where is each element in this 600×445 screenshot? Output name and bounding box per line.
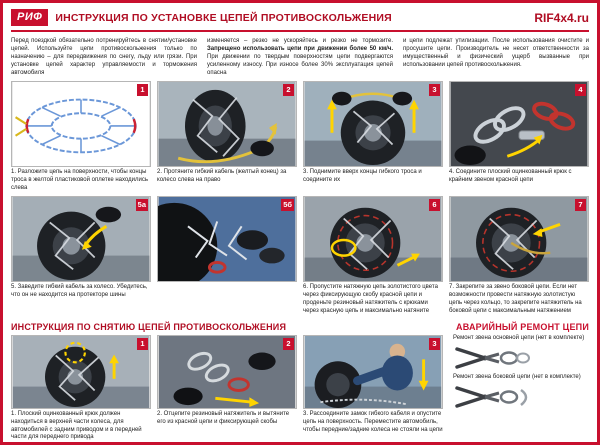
- install-step-5b-photo: 5б: [157, 196, 297, 283]
- removal-title: ИНСТРУКЦИЯ ПО СНЯТИЮ ЦЕПЕЙ ПРОТИВОСКОЛЬЖ…: [11, 322, 287, 333]
- repair-item-side-chain: Ремонт звена боковой цепи (нет в комплек…: [453, 374, 589, 410]
- intro-col2-bold: Запрещено использовать цепи при движении…: [207, 46, 393, 53]
- drop-chain-photo: [304, 336, 442, 409]
- pliers-icon: [455, 347, 530, 369]
- cable-check-closeup-photo: [158, 197, 296, 282]
- install-step-5a-photo: 5а: [11, 196, 151, 283]
- step-caption: 4. Соедините плоский оцинкованный крюк с…: [449, 169, 572, 184]
- step-badge: 3: [429, 84, 440, 96]
- step-badge: 1: [137, 338, 148, 350]
- rif-logo: РИФ: [11, 9, 49, 26]
- removal-row: 1 1. Плоский оцинкованный крюк должен на…: [11, 335, 589, 442]
- repair-label: Ремонт звена основной цепи (нет в компле…: [453, 335, 585, 342]
- install-step-4: 4 4. Соедините плоский оцинкованный крюк…: [449, 81, 589, 192]
- repair-item-main-chain: Ремонт звена основной цепи (нет в компле…: [453, 335, 589, 371]
- intro-col-2: изменяется – резко не ускоряйтесь и резк…: [207, 37, 393, 77]
- step-caption: 6. Пропустите натяжную цепь золотистого …: [303, 284, 438, 314]
- step-caption: 7. Закрепите за звено боковой цепи. Если…: [449, 284, 582, 314]
- step-caption: 3. Поднимите вверх концы гибкого троса и…: [303, 169, 422, 184]
- install-step-6-photo: 6: [303, 196, 443, 283]
- install-steps-row-2: 5а 5. Заведите гибкий кабель за колесо. …: [11, 196, 589, 315]
- step-badge: 3: [429, 338, 440, 350]
- intro-text: Перед поездкой обязательно потренируйтес…: [11, 32, 589, 81]
- removal-step-1: 1 1. Плоский оцинкованный крюк должен на…: [11, 335, 151, 442]
- step-caption: 5. Заведите гибкий кабель за колесо. Убе…: [11, 284, 148, 299]
- step-caption: 1. Плоский оцинкованный крюк должен нахо…: [11, 411, 142, 441]
- install-step-5a: 5а 5. Заведите гибкий кабель за колесо. …: [11, 196, 151, 315]
- install-steps-row-1: 1 1. Разложите цепь на поверхности, чтоб…: [11, 81, 589, 192]
- step-caption: 2. Отцепите резиновый натяжитель и вытян…: [157, 411, 290, 425]
- fasten-side-chain-photo: [450, 197, 588, 282]
- step-caption: 3. Рассоедините замок гибкого кабеля и о…: [303, 411, 443, 433]
- intro-col-1: Перед поездкой обязательно потренируйтес…: [11, 38, 197, 77]
- step-badge: 5б: [281, 199, 294, 211]
- step-caption: 2. Протяните гибкий кабель (желтый конец…: [157, 169, 287, 184]
- removal-step-3: 3 3. Рассоедините замок гибкого кабеля и…: [303, 335, 443, 442]
- remove-tensioner-photo: [158, 336, 296, 409]
- step-badge: 4: [575, 84, 586, 96]
- repair-label: Ремонт звена боковой цепи (нет в комплек…: [453, 373, 581, 380]
- pull-cable-photo: [158, 82, 296, 167]
- install-step-3-photo: 3: [303, 81, 443, 168]
- hook-position-photo: [12, 336, 150, 409]
- removal-step-3-photo: 3: [303, 335, 443, 410]
- removal-step-2: 2 2. Отцепите резиновый натяжитель и выт…: [157, 335, 297, 442]
- install-step-5b: 5б: [157, 196, 297, 315]
- step-badge: 6: [429, 199, 440, 211]
- install-step-1-photo: 1: [11, 81, 151, 168]
- tension-chain-photo: [304, 197, 442, 282]
- bottom-section-headers: ИНСТРУКЦИЯ ПО СНЯТИЮ ЦЕПЕЙ ПРОТИВОСКОЛЬЖ…: [11, 322, 589, 332]
- pliers-hook-icon: [455, 386, 528, 408]
- install-step-2: 2 2. Протяните гибкий кабель (желтый кон…: [157, 81, 297, 192]
- chain-layout-diagram: [12, 82, 150, 167]
- install-step-6: 6 6. Пропустите натяжную цепь золотистог…: [303, 196, 443, 315]
- repair-title: АВАРИЙНЫЙ РЕМОНТ ЦЕПИ: [456, 322, 589, 333]
- intro-col2-pre: изменяется – резко не ускоряйтесь и резк…: [207, 38, 393, 44]
- step-badge: 5а: [135, 199, 148, 211]
- site-url: RIF4x4.ru: [534, 10, 589, 25]
- install-step-7: 7 7. Закрепите за звено боковой цепи. Ес…: [449, 196, 589, 315]
- install-step-2-photo: 2: [157, 81, 297, 168]
- page-title: ИНСТРУКЦИЯ ПО УСТАНОВКЕ ЦЕПЕЙ ПРОТИВОСКО…: [55, 11, 392, 24]
- intro-col2-post: При движении по твердым поверхностям цеп…: [207, 54, 393, 77]
- removal-step-2-photo: 2: [157, 335, 297, 410]
- step-badge: 7: [575, 199, 586, 211]
- cable-behind-wheel-photo: [12, 197, 150, 282]
- install-step-4-photo: 4: [449, 81, 589, 168]
- repair-section: Ремонт звена основной цепи (нет в компле…: [449, 335, 589, 442]
- removal-step-1-photo: 1: [11, 335, 151, 410]
- install-step-7-photo: 7: [449, 196, 589, 283]
- install-step-1: 1 1. Разложите цепь на поверхности, чтоб…: [11, 81, 151, 192]
- hook-closeup-photo: [450, 82, 588, 167]
- intro-col-3: и цепи подлежат утилизации. После исполь…: [403, 38, 589, 69]
- lift-cable-photo: [304, 82, 442, 167]
- step-caption: 1. Разложите цепь на поверхности, чтобы …: [11, 169, 148, 191]
- step-badge: 2: [283, 338, 294, 350]
- step-badge: 2: [283, 84, 294, 96]
- install-step-3: 3 3. Поднимите вверх концы гибкого троса…: [303, 81, 443, 192]
- header: РИФ ИНСТРУКЦИЯ ПО УСТАНОВКЕ ЦЕПЕЙ ПРОТИВ…: [11, 9, 589, 32]
- step-badge: 1: [137, 84, 148, 96]
